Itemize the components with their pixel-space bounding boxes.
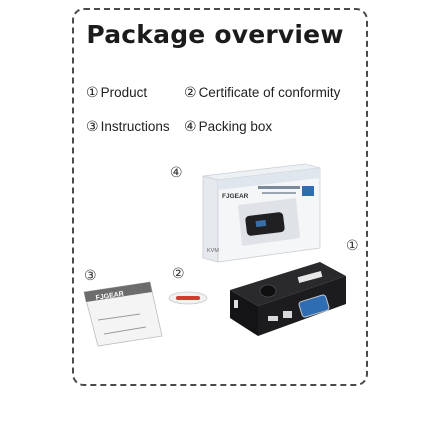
item-label: Product — [100, 85, 148, 100]
item-label: Instructions — [100, 119, 170, 134]
item-number: ② — [184, 85, 197, 101]
kvm-switch-image — [230, 262, 346, 336]
item-number: ① — [86, 85, 99, 101]
marker-manual: ③ — [84, 268, 97, 284]
manual-image: FJGEAR — [83, 281, 163, 347]
page-title: Package overview — [86, 20, 344, 49]
item-label: Packing box — [198, 119, 273, 134]
dashed-frame — [72, 8, 368, 386]
item-number: ③ — [86, 119, 99, 135]
item-label: Certificate of conformity — [198, 85, 341, 100]
box-side-text: KVM — [207, 248, 219, 254]
marker-product: ① — [346, 238, 359, 254]
item-number: ④ — [184, 119, 197, 135]
certificate-image — [168, 291, 208, 305]
marker-box: ④ — [170, 165, 183, 181]
packing-box-image: FJGEAR KVM — [202, 163, 321, 263]
box-brand-text: FJGEAR — [222, 193, 249, 200]
manual-brand-text: FJGEAR — [95, 291, 124, 302]
marker-certificate: ② — [172, 266, 185, 282]
